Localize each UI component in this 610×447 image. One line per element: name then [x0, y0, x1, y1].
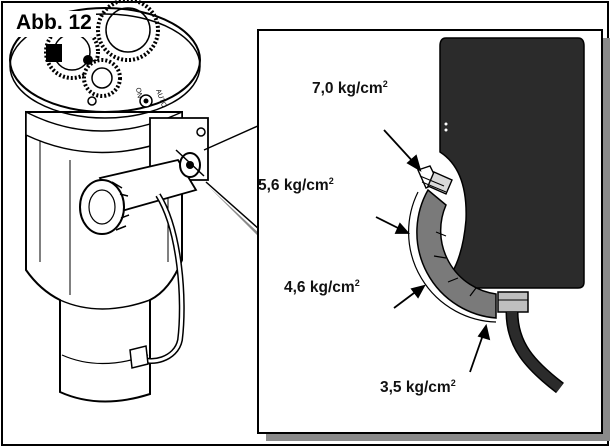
svg-text:ON: ON [134, 87, 143, 99]
adjustment-clip [417, 165, 453, 195]
pressure-sleeve [416, 188, 497, 319]
gear-icon [82, 58, 122, 98]
fitting [497, 291, 529, 313]
pressure-label-medium-high: 5,6 kg/cm2 [258, 175, 334, 194]
gear-icon [96, 0, 160, 62]
pressure-label-high: 7,0 kg/cm2 [312, 78, 388, 97]
pressure-label-medium: 4,6 kg/cm2 [284, 277, 360, 296]
projection-line [203, 124, 261, 231]
figure-label: Abb. 12 [14, 11, 96, 37]
arrows [375, 129, 491, 373]
regulator-body [438, 37, 585, 289]
detail-panel [257, 29, 610, 441]
pressure-label-low: 3,5 kg/cm2 [380, 377, 456, 396]
flow-control-knob [79, 179, 125, 235]
valve-unit: ON AUTO [9, 0, 209, 403]
